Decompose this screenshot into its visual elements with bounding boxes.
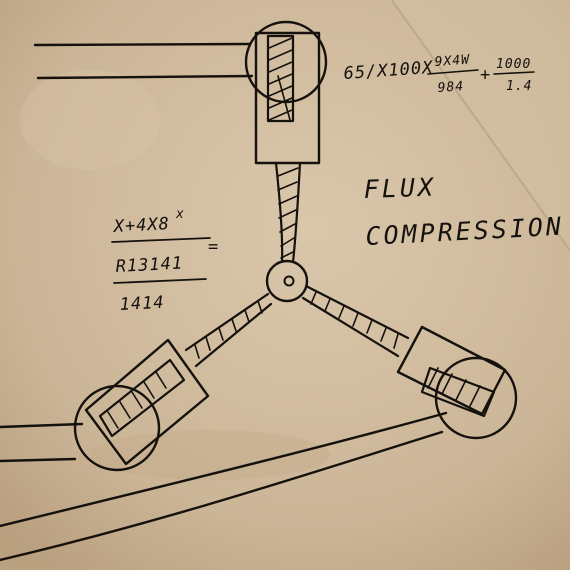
formula-top-denominator: 984	[437, 79, 464, 96]
formula-left-mark: x	[175, 207, 185, 222]
formula-top-frac-den: 1.4	[506, 79, 532, 94]
formula-left-line-2: R13141	[115, 253, 183, 277]
formula-top-numerator: 9X4W	[434, 53, 470, 70]
formula-top-frac-num: 1000	[496, 57, 531, 72]
formula-left-line-1: X+4X8	[111, 214, 170, 237]
formula-left-equals: =	[208, 237, 219, 257]
formula-left-line-3: 1414	[119, 293, 165, 315]
paper-stain	[20, 70, 160, 170]
formula-top-plus: +	[480, 65, 491, 85]
paper-stain	[90, 430, 330, 480]
title-line-1: FLUX	[363, 172, 436, 204]
cable-top-1	[35, 44, 250, 45]
